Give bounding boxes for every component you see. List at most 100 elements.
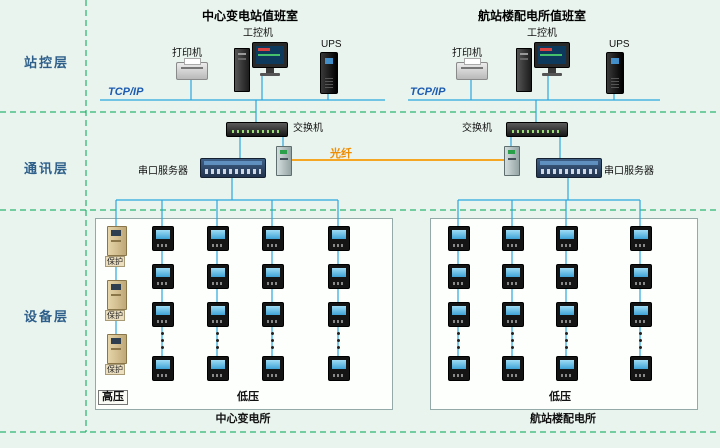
switch-icon-right — [506, 122, 568, 137]
meter-screen — [266, 230, 280, 239]
ups-label-right: UPS — [609, 39, 630, 50]
meter-buttons — [267, 374, 279, 377]
power-meter-icon — [328, 264, 350, 289]
meter-buttons — [635, 374, 647, 377]
meter-buttons — [157, 282, 169, 285]
power-meter-icon — [152, 302, 174, 327]
power-meter-icon — [152, 264, 174, 289]
meter-buttons — [507, 244, 519, 247]
power-meter-icon — [207, 356, 229, 381]
meter-screen — [266, 268, 280, 277]
layer-label-communication: 通讯层 — [24, 161, 70, 176]
fiber-converter-icon-right — [504, 146, 520, 176]
layer-label-station-control: 站控层 — [24, 55, 70, 70]
printer-label-right: 打印机 — [452, 48, 482, 59]
meter-screen — [156, 230, 170, 239]
ellipsis-dots — [564, 328, 568, 349]
meter-buttons — [507, 320, 519, 323]
protection-label: 保护 — [105, 310, 125, 321]
meter-buttons — [157, 374, 169, 377]
fiber-converter-icon-left — [276, 146, 292, 176]
pc-tower-icon-right — [516, 48, 532, 92]
meter-screen — [452, 360, 466, 369]
meter-screen — [506, 360, 520, 369]
monitor-stand — [548, 68, 556, 73]
meter-buttons — [267, 320, 279, 323]
meter-buttons — [267, 282, 279, 285]
fiber-label: 光纤 — [330, 148, 352, 160]
meter-buttons — [561, 244, 573, 247]
ellipsis-dots — [270, 328, 274, 349]
ellipsis-dots — [215, 328, 219, 349]
monitor-screen — [538, 46, 566, 64]
power-meter-icon — [556, 302, 578, 327]
power-meter-icon — [207, 302, 229, 327]
lv-label-left: 低压 — [237, 391, 259, 403]
protection-relay-icon — [107, 280, 127, 310]
power-meter-icon — [502, 226, 524, 251]
printer-icon-left — [176, 58, 208, 80]
protection-label: 保护 — [105, 364, 125, 375]
meter-screen — [560, 268, 574, 277]
meter-buttons — [635, 244, 647, 247]
monitor-base — [542, 73, 562, 76]
meter-buttons — [212, 244, 224, 247]
meter-screen — [452, 306, 466, 315]
meter-screen — [156, 306, 170, 315]
power-meter-icon — [556, 264, 578, 289]
power-meter-icon — [328, 226, 350, 251]
power-meter-icon — [448, 302, 470, 327]
power-meter-icon — [262, 302, 284, 327]
power-meter-icon — [448, 264, 470, 289]
serial-server-icon-right — [536, 158, 602, 178]
power-meter-icon — [262, 226, 284, 251]
meter-buttons — [333, 244, 345, 247]
ipc-label-right: 工控机 — [527, 28, 557, 39]
meter-screen — [506, 306, 520, 315]
meter-screen — [266, 306, 280, 315]
monitor-stand — [266, 68, 274, 73]
meter-screen — [506, 268, 520, 277]
protection-relay-icon — [107, 226, 127, 256]
pc-tower-icon-left — [234, 48, 250, 92]
meter-buttons — [212, 320, 224, 323]
printer-label-left: 打印机 — [172, 48, 202, 59]
ellipsis-dots — [456, 328, 460, 349]
printer-icon-right — [456, 58, 488, 80]
meter-screen — [560, 360, 574, 369]
meter-buttons — [561, 374, 573, 377]
power-meter-icon — [502, 302, 524, 327]
serial-server-icon-left — [200, 158, 266, 178]
meter-buttons — [212, 374, 224, 377]
meter-buttons — [635, 282, 647, 285]
meter-buttons — [333, 374, 345, 377]
meter-buttons — [453, 244, 465, 247]
tcpip-label-left: TCP/IP — [108, 86, 144, 98]
meter-buttons — [453, 282, 465, 285]
tcpip-label-right: TCP/IP — [410, 86, 446, 98]
meter-screen — [332, 230, 346, 239]
meter-buttons — [267, 244, 279, 247]
meter-screen — [211, 268, 225, 277]
meter-screen — [332, 268, 346, 277]
power-meter-icon — [328, 356, 350, 381]
meter-screen — [634, 230, 648, 239]
power-meter-icon — [328, 302, 350, 327]
lv-label-right: 低压 — [549, 391, 571, 403]
ups-icon-right — [606, 52, 624, 94]
caption-central-substation: 中心变电所 — [215, 413, 271, 425]
power-meter-icon — [502, 356, 524, 381]
meter-screen — [560, 230, 574, 239]
meter-buttons — [212, 282, 224, 285]
power-meter-icon — [556, 356, 578, 381]
meter-buttons — [453, 374, 465, 377]
layer-label-device: 设备层 — [24, 309, 70, 324]
meter-screen — [452, 230, 466, 239]
switch-icon-left — [226, 122, 288, 137]
meter-buttons — [157, 320, 169, 323]
ellipsis-dots — [638, 328, 642, 349]
meter-screen — [332, 306, 346, 315]
power-meter-icon — [556, 226, 578, 251]
left-room-title: 中心变电站值班室 — [202, 9, 299, 23]
